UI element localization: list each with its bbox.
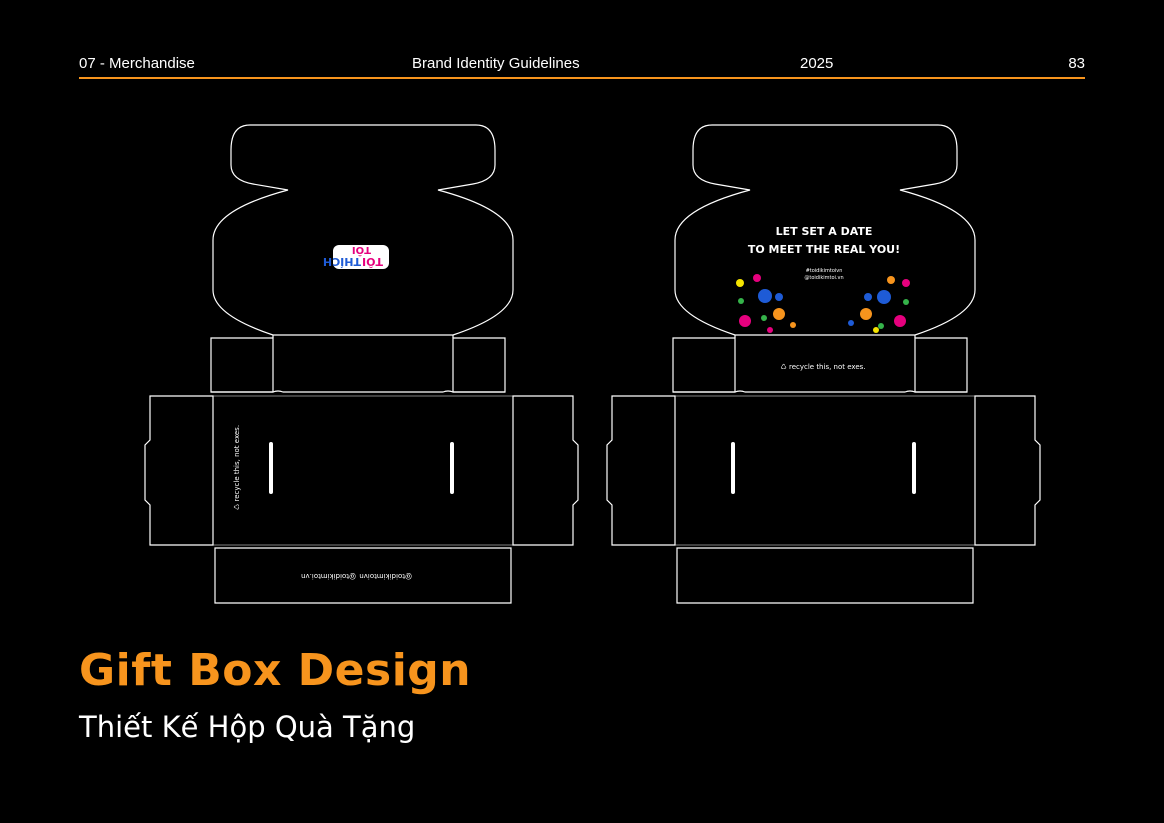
svg-text:THÍCH: THÍCH	[323, 255, 361, 268]
outside-handle-2: @toidikimtoivn	[359, 572, 412, 580]
outside-box-dieline	[144, 124, 579, 604]
inside-flowers-right	[848, 276, 910, 333]
header-divider	[79, 77, 1085, 79]
svg-text:TÔI: TÔI	[362, 255, 383, 268]
page-header: 07 - Merchandise Brand Identity Guidelin…	[79, 55, 1085, 77]
inside-handle-1: #toidikimtoivn	[806, 268, 843, 274]
section-label: 07 - Merchandise	[79, 55, 195, 72]
page-subtitle: Thiết Kế Hộp Quà Tặng	[79, 710, 416, 744]
document-title: Brand Identity Guidelines	[412, 55, 580, 72]
page-title: Gift Box Design	[79, 645, 472, 696]
inside-handle-2: @toidikimtoi.vn	[804, 275, 843, 281]
year-label: 2025	[800, 55, 834, 72]
outside-recycle-note: ♺ recycle this, not exes.	[233, 425, 241, 510]
outside-box-logo: TÔI THÍCH TÔI	[323, 244, 389, 269]
inside-headline-1: LET SET A DATE	[776, 225, 873, 238]
inside-flowers-left	[736, 274, 796, 333]
inside-headline-2: TO MEET THE REAL YOU!	[748, 243, 900, 256]
svg-text:TÔI: TÔI	[352, 244, 371, 257]
inside-recycle-note: ♺ recycle this, not exes.	[780, 363, 865, 371]
page-number: 83	[1068, 55, 1085, 72]
outside-handle-1: @toidikimtoi.vn	[301, 572, 356, 580]
